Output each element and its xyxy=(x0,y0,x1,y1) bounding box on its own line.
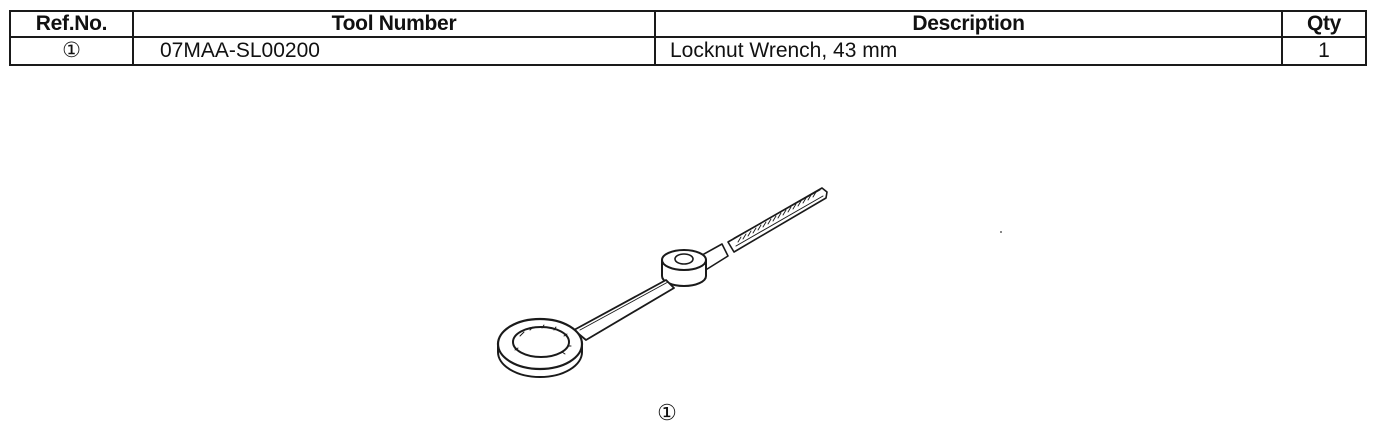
cell-description: Locknut Wrench, 43 mm xyxy=(654,36,1283,66)
cell-qty: 1 xyxy=(1281,36,1367,66)
header-description: Description xyxy=(654,10,1283,38)
special-tools-table: Ref.No. Tool Number Description Qty ① 07… xyxy=(9,10,1367,66)
header-ref-no: Ref.No. xyxy=(9,10,134,38)
scan-speck xyxy=(1000,231,1002,233)
table-header-row: Ref.No. Tool Number Description Qty xyxy=(9,10,1367,38)
locknut-wrench-illustration-icon xyxy=(496,187,828,378)
header-qty: Qty xyxy=(1281,10,1367,38)
table-row: ① 07MAA-SL00200 Locknut Wrench, 43 mm 1 xyxy=(9,36,1367,66)
cell-ref-no: ① xyxy=(9,36,134,66)
cell-tool-number: 07MAA-SL00200 xyxy=(132,36,656,66)
header-tool-number: Tool Number xyxy=(132,10,656,38)
figure-callout: ① xyxy=(657,400,677,425)
